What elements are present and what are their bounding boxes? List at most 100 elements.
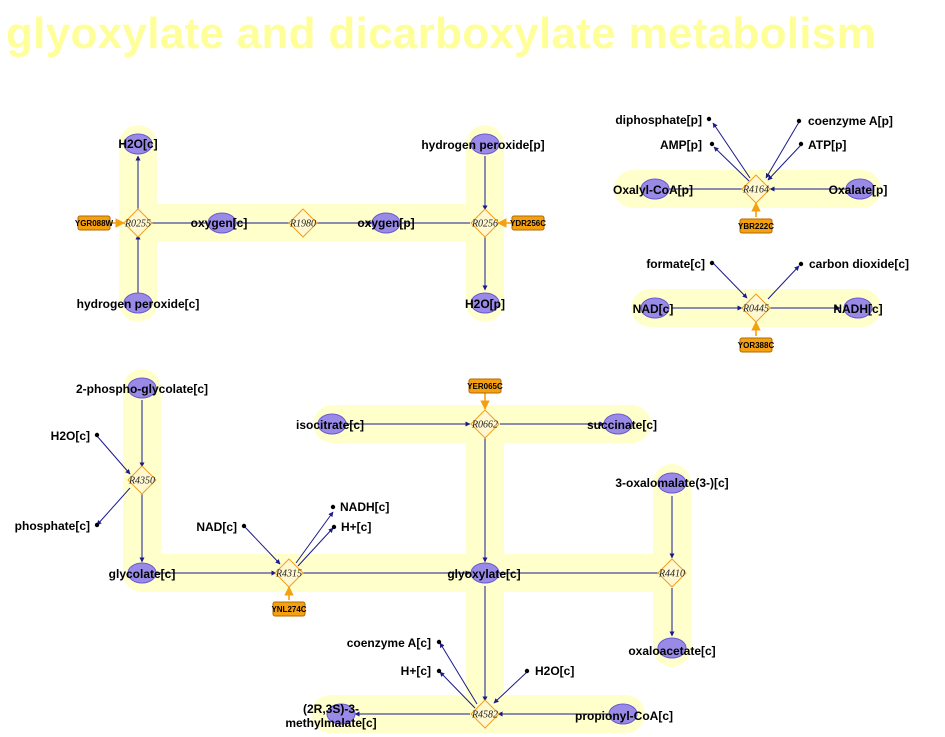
metabolite-node [127,562,157,584]
reaction-diamond [741,293,771,323]
metabolite-node [657,637,687,659]
reaction-r0662[interactable]: R0662 [470,409,500,439]
reaction-label: R0662 [471,420,498,431]
metabolite-hydrogen-peroxide-c[interactable]: hydrogen peroxide[c] [77,292,200,314]
reaction-r4164[interactable]: R4164 [741,174,771,204]
metabolite-h-c[interactable]: H+[c] [401,664,442,678]
metabolite-h2o-p[interactable]: H2O[p] [465,292,505,314]
metabolite-coenzyme-a-c[interactable]: coenzyme A[c] [347,636,442,650]
metabolite-oxygen-c[interactable]: oxygen[c] [191,212,248,234]
reaction-edge [439,671,476,709]
metabolite-node [843,297,873,319]
reaction-diamond [288,208,318,238]
metabolite-node [608,703,638,725]
metabolite-succinate-c[interactable]: succinate[c] [587,413,657,435]
reaction-label: R4582 [471,710,498,721]
metabolite-phosphate-c[interactable]: phosphate[c] [15,519,100,533]
metabolite-amp-p[interactable]: AMP[p] [660,138,715,152]
gene-ynl274c[interactable]: YNL274C [271,601,307,617]
metabolite-node [657,472,687,494]
metabolite-h2o-c[interactable]: H2O[c] [51,429,100,443]
metabolite-coenzyme-a-p[interactable]: coenzyme A[p] [796,114,893,128]
side-metabolite-dot [524,668,530,674]
metabolite-nad-c[interactable]: NAD[c] [196,520,247,534]
gene-ygr088w[interactable]: YGR088W [75,215,114,231]
metabolite-label: hydrogen peroxide[c] [77,297,200,311]
side-metabolite-dot [330,504,336,510]
gene-box [468,378,502,394]
gene-box [739,218,773,234]
metabolite-label: oxygen[p] [357,216,414,230]
side-metabolite-dot [436,639,442,645]
metabolite-label: H2O[p] [465,297,505,311]
metabolite-label: coenzyme A[p] [808,114,893,128]
metabolite-label: Oxalate[p] [829,183,888,197]
reaction-edge [493,671,528,704]
metabolite-label: H2O[c] [118,137,157,151]
reaction-diamond [470,699,500,729]
reaction-edge [295,511,334,564]
metabolite-label: NAD[c] [196,520,237,534]
metabolite-h2o-c[interactable]: H2O[c] [118,133,158,155]
metabolite-propionyl-coa-c[interactable]: propionyl-CoA[c] [575,703,673,725]
metabolite-atp-p[interactable]: ATP[p] [798,138,847,152]
reaction-r0256[interactable]: R0256 [470,208,500,238]
gene-ydr256c[interactable]: YDR256C [510,215,546,231]
metabolite-label: H+[c] [401,664,431,678]
metabolite-carbon-dioxide-c[interactable]: carbon dioxide[c] [798,257,909,271]
reaction-r1980[interactable]: R1980 [288,208,318,238]
metabolite-2-phospho-glycolate-c[interactable]: 2-phospho-glycolate[c] [76,377,208,399]
gene-label: YDR256C [510,219,546,228]
metabolite-label: NAD[c] [633,302,674,316]
metabolite-label: oxygen[c] [191,216,248,230]
side-metabolite-dot [798,141,804,147]
metabolite-nadh-c[interactable]: NADH[c] [330,500,390,514]
reaction-r4582[interactable]: R4582 [470,699,500,729]
metabolite-node [470,133,500,155]
metabolite-label: Oxalyl-CoA[p] [613,183,693,197]
metabolite-label: oxaloacetate[c] [628,644,715,658]
gene-label: YNL274C [271,605,306,614]
metabolite-label: carbon dioxide[c] [809,257,909,271]
reaction-r0445[interactable]: R0445 [741,293,771,323]
metabolite-h2o-c[interactable]: H2O[c] [524,664,575,678]
reaction-edge [712,122,751,179]
reaction-label: R0445 [742,304,769,315]
metabolite-formate-c[interactable]: formate[c] [646,257,715,271]
metabolite-methylmalate-c[interactable]: (2R,3S)-3-methylmalate[c] [285,702,376,730]
metabolite-oxaloacetate-c[interactable]: oxaloacetate[c] [628,637,716,659]
metabolite-oxalate-p[interactable]: Oxalate[p] [829,178,888,200]
metabolite-glycolate-c[interactable]: glycolate[c] [109,562,176,584]
gene-yer065c[interactable]: YER065C [467,378,503,394]
metabolite-hydrogen-peroxide-p[interactable]: hydrogen peroxide[p] [421,133,545,155]
reaction-diamond [123,208,153,238]
metabolite-oxalyl-coa-p[interactable]: Oxalyl-CoA[p] [613,178,693,200]
reaction-edge [297,527,334,567]
metabolite-label: diphosphate[p] [615,113,702,127]
metabolite-diphosphate-p[interactable]: diphosphate[p] [615,113,712,127]
metabolite-oxygen-p[interactable]: oxygen[p] [357,212,415,234]
reaction-diamond [274,558,304,588]
reaction-label: R4350 [128,476,155,487]
gene-label: YER065C [467,382,503,391]
metabolite-nadh-c[interactable]: NADH[c] [833,297,883,319]
gene-label: YGR088W [75,219,114,228]
reaction-label: R4410 [658,569,685,580]
reaction-r4350[interactable]: R4350 [127,465,157,495]
gene-yor388c[interactable]: YOR388C [738,337,775,353]
metabolite-label: glycolate[c] [109,567,176,581]
side-metabolite-dot [798,261,804,267]
metabolite-node [603,413,633,435]
metabolite-isocitrate-c[interactable]: isocitrate[c] [296,413,364,435]
metabolite-nad-c[interactable]: NAD[c] [633,297,674,319]
metabolite-3-oxalomalate-c[interactable]: 3-oxalomalate(3-)[c] [615,472,729,494]
reaction-r0255[interactable]: R0255 [123,208,153,238]
metabolite-glyoxylate-c[interactable]: glyoxylate[c] [447,562,521,584]
side-metabolite-dot [709,260,715,266]
metabolite-h-c[interactable]: H+[c] [331,520,372,534]
gene-ybr222c[interactable]: YBR222C [738,218,774,234]
metabolite-node [470,562,500,584]
reaction-r4315[interactable]: R4315 [274,558,304,588]
side-metabolite-dot [706,116,712,122]
reaction-r4410[interactable]: R4410 [657,558,687,588]
